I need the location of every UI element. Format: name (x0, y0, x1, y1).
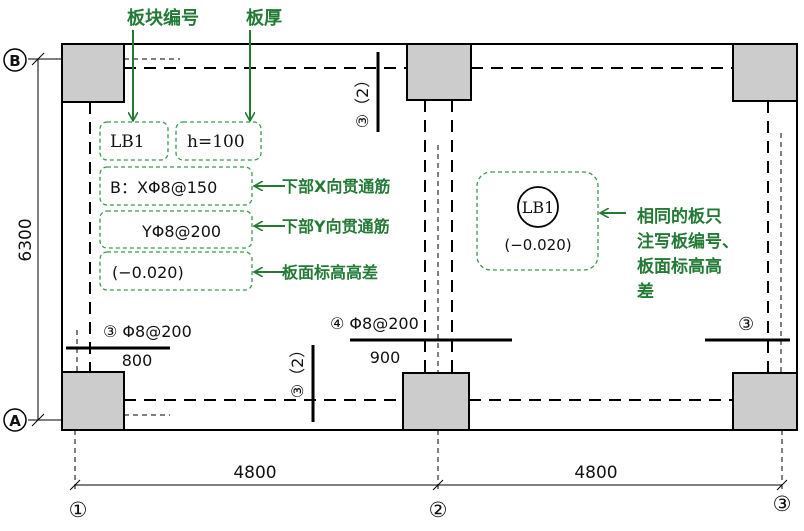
callout-bottom-x: 下部X向贯通筋 (282, 177, 390, 196)
dimension-4800-right: 4800 (574, 463, 617, 483)
slab-label-2-box (476, 171, 599, 271)
axis-lines (74, 58, 783, 492)
column (732, 43, 798, 102)
rebar-v1-label: ③（2） (353, 72, 372, 129)
rebar-3-label: ③ (738, 314, 754, 335)
column (406, 43, 472, 101)
callout-same-slab-2: 注写板编号、 (637, 231, 739, 252)
axis-3: ③ (773, 492, 792, 516)
y-rebar-box (99, 210, 253, 249)
axis-2: ② (429, 498, 448, 522)
slab-code-2: LB1 (522, 198, 555, 217)
dimension-6300: 6300 (16, 218, 36, 261)
svg-text:B: B (9, 52, 20, 70)
x-rebar-box (99, 166, 253, 206)
callout-bottom-y: 下部Y向贯通筋 (282, 217, 390, 236)
rebar-1-length: 800 (122, 351, 153, 370)
beam-lines (89, 67, 769, 401)
axis-b: B (3, 48, 27, 72)
elevation-box (99, 251, 253, 291)
callout-same-slab-4: 差 (637, 281, 654, 302)
slab-code-box (99, 121, 169, 161)
column (61, 43, 125, 103)
dimension-4800-left: 4800 (233, 463, 276, 483)
axis-a: A (3, 408, 27, 432)
callout-same-slab-1: 相同的板只 (637, 206, 722, 227)
callout-same-slab-3: 板面标高高 (637, 256, 722, 277)
callout-slab-number: 板块编号 (127, 7, 199, 29)
column (61, 371, 125, 431)
elevation: (−0.020) (112, 263, 184, 282)
axis-1: ① (69, 498, 88, 522)
x-rebar: B：XΦ8@150 (110, 178, 217, 197)
thickness-box (175, 121, 262, 161)
callout-elevation: 板面标高高差 (282, 263, 378, 282)
y-rebar: YΦ8@200 (141, 222, 221, 241)
callout-thickness: 板厚 (246, 7, 282, 29)
column (732, 372, 798, 431)
rebar-v2-label: ③（2） (288, 342, 307, 399)
slab-code-circle (517, 186, 559, 228)
column (402, 372, 470, 431)
slab-code: LB1 (110, 132, 145, 152)
svg-text:A: A (9, 412, 21, 430)
dimension-lines (28, 52, 788, 491)
slab-thickness: h=100 (187, 132, 245, 152)
elevation-2: (−0.020) (504, 236, 571, 254)
rebar-2-length: 900 (370, 348, 401, 367)
columns (61, 43, 798, 431)
rebar-1-label: ③ Φ8@200 (103, 322, 192, 341)
rebar-2-label: ④ Φ8@200 (330, 314, 419, 333)
